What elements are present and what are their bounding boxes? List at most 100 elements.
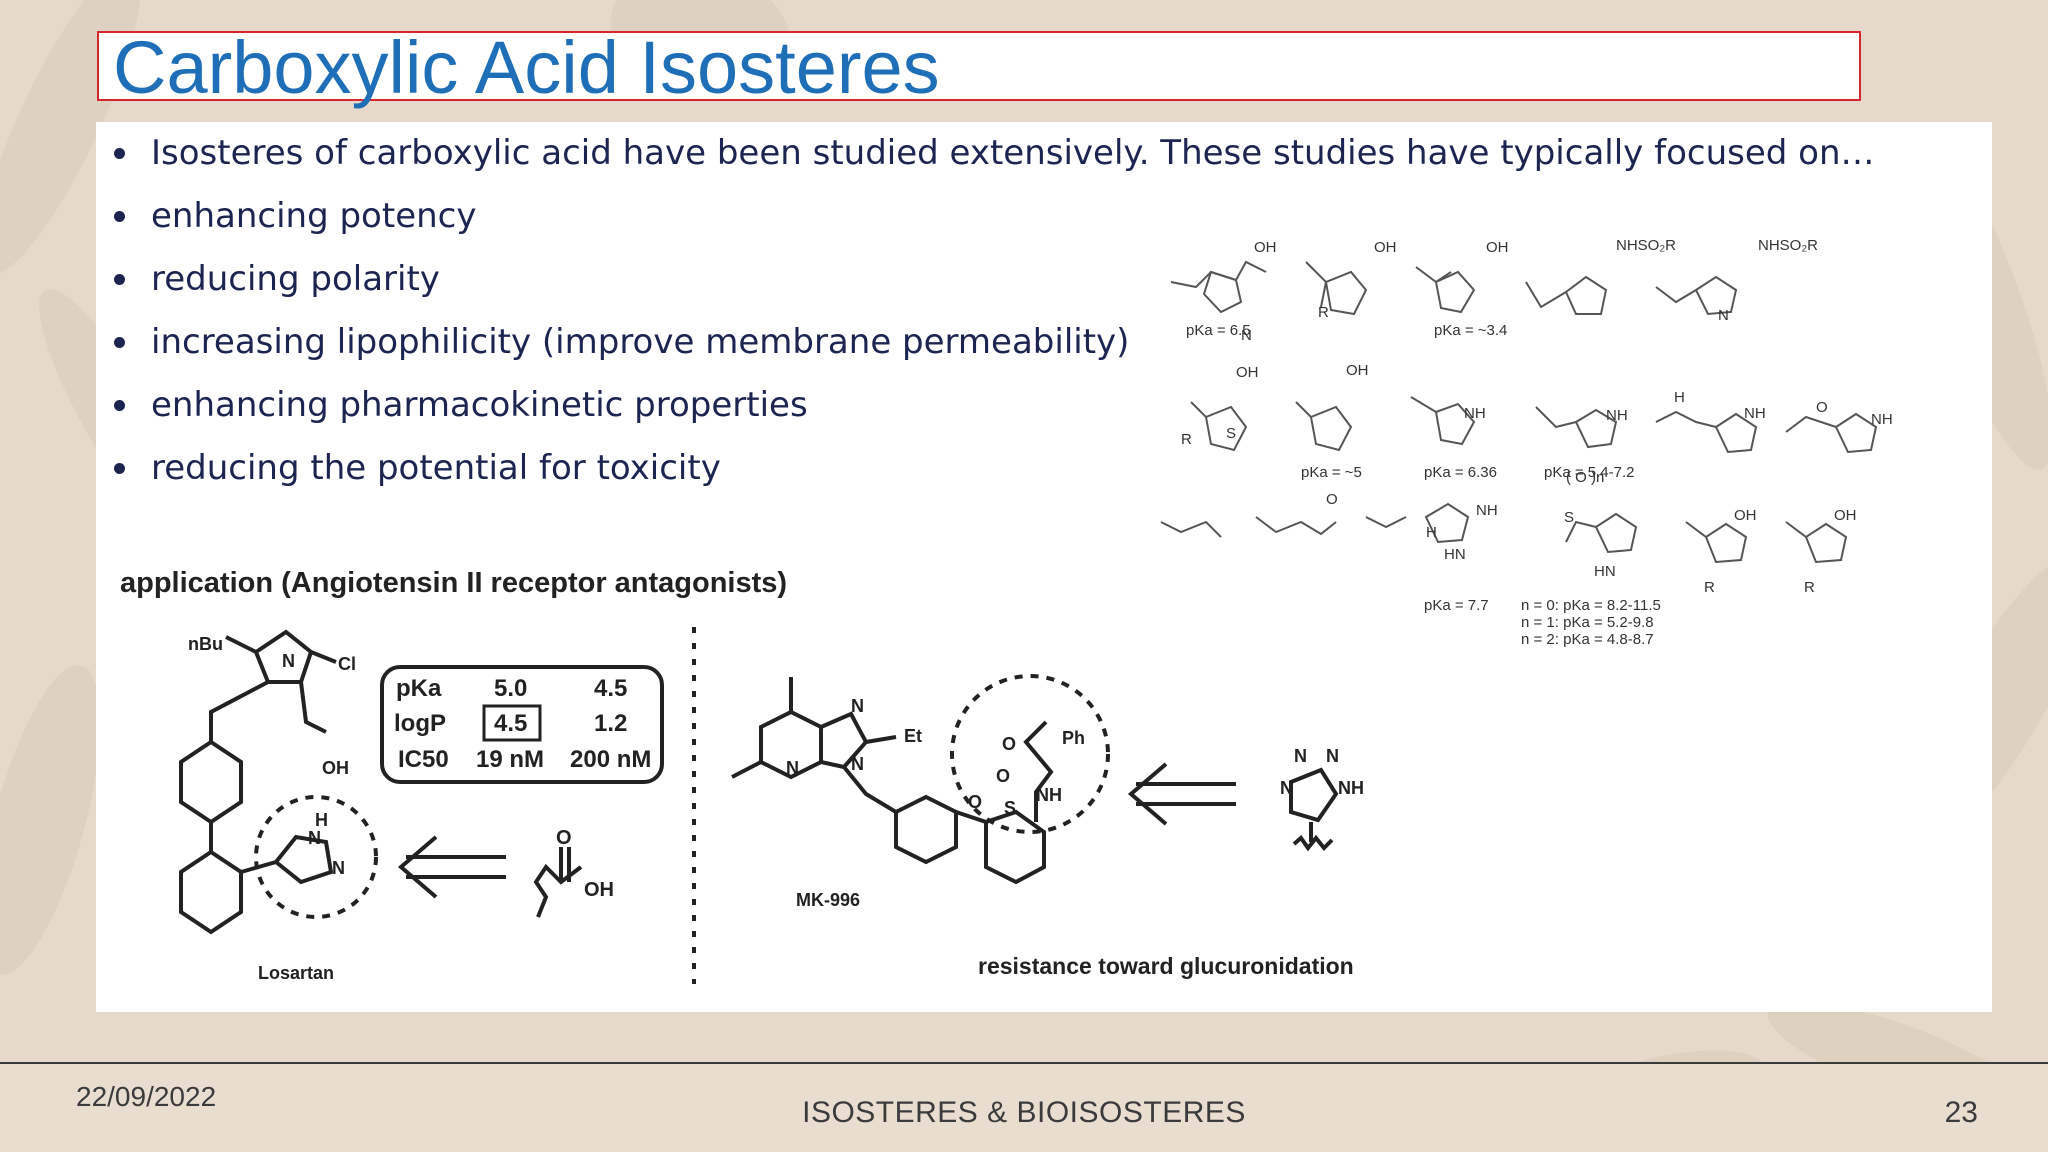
- structure-label-hn: HN: [1444, 546, 1466, 563]
- row3-structures: [1160, 502, 1848, 564]
- structure-label-nh: NH: [1871, 411, 1893, 428]
- structure-label-oh: OH: [1236, 364, 1259, 381]
- left-arrow-2: [1127, 762, 1236, 826]
- slide-title: Carboxylic Acid Isosteres: [113, 26, 940, 109]
- mk996-o-label: O: [996, 766, 1010, 786]
- losartan-n-label: N: [308, 828, 321, 848]
- structure-label-h: H: [1426, 524, 1437, 541]
- tetrazole-n-label: N: [1280, 778, 1293, 798]
- title-box: Carboxylic Acid Isosteres: [97, 27, 1861, 108]
- structure-label-nh: NH: [1476, 502, 1498, 519]
- mk996-o-label: O: [968, 792, 982, 812]
- tetrazole-labels: N N N NH: [1280, 746, 1364, 798]
- structure-label-r: R: [1318, 304, 1329, 321]
- structure-label-oh: OH: [1374, 239, 1397, 256]
- bullet-item: Isosteres of carboxylic acid have been s…: [110, 122, 1875, 185]
- tetrazole-n-label: N: [1326, 746, 1339, 766]
- comparison-table: pKa logP IC50 5.0 4.5 19 nM 4.5 1.2 200 …: [394, 675, 651, 773]
- bullet-item: enhancing potency: [110, 185, 1875, 248]
- bullet-dot: [114, 463, 125, 474]
- structure-label-nhso2r: NHSO₂R: [1758, 237, 1818, 254]
- tetrazole-n-label: N: [1294, 746, 1307, 766]
- pka-label: pKa = 7.7: [1424, 597, 1489, 614]
- chemistry-figure: OH OH OH NHSO₂R NHSO₂R R N N pKa = 6.5 p…: [120, 237, 1893, 984]
- left-arrow-1: [397, 835, 506, 899]
- row2-structures: [1190, 396, 1878, 454]
- losartan-structure: [179, 629, 378, 935]
- bullet-text: increasing lipophilicity (improve membra…: [151, 322, 1130, 362]
- table-cell: 19 nM: [476, 746, 544, 773]
- pka-label: pKa = ~5: [1301, 464, 1362, 481]
- isostere-text-labels: OH OH OH NHSO₂R NHSO₂R R N N pKa = 6.5 p…: [1181, 237, 1893, 648]
- page-number: 23: [1944, 1096, 1978, 1129]
- structure-label-oh: OH: [1734, 507, 1757, 524]
- structure-label-h: H: [1674, 389, 1685, 406]
- losartan-h-label: H: [315, 810, 328, 830]
- acid-oh-label: OH: [584, 879, 614, 901]
- mk996-n-label: N: [786, 758, 799, 778]
- structure-label-r: R: [1704, 579, 1715, 596]
- pka-label: n = 2: pKa = 4.8-8.7: [1521, 631, 1654, 648]
- pka-label: n = 1: pKa = 5.2-9.8: [1521, 614, 1654, 631]
- structure-label-oh: OH: [1254, 239, 1277, 256]
- bullet-list: Isosteres of carboxylic acid have been s…: [110, 122, 1875, 500]
- bullet-item: reducing the potential for toxicity: [110, 437, 1875, 500]
- structure-label-r: R: [1804, 579, 1815, 596]
- structure-label-nh: NH: [1744, 405, 1766, 422]
- footer-background: [0, 1064, 2048, 1152]
- structure-label-oh: OH: [1834, 507, 1857, 524]
- mk996-structure: [731, 674, 1110, 885]
- structure-label-nh: NH: [1464, 405, 1486, 422]
- mk996-s-label: S: [1004, 798, 1016, 818]
- table-row-label: logP: [394, 710, 446, 737]
- losartan-n-label: N: [332, 858, 345, 878]
- tetrazole-nh-label: NH: [1338, 778, 1364, 798]
- mk996-o-label: O: [1002, 734, 1016, 754]
- resistance-caption: resistance toward glucuronidation: [978, 953, 1354, 979]
- footer-date: 22/09/2022: [76, 1081, 217, 1112]
- table-row-label: IC50: [398, 746, 449, 773]
- pka-label: pKa = 5.4-7.2: [1544, 464, 1634, 481]
- mk996-n-label: N: [851, 696, 864, 716]
- structure-label-s: S: [1564, 509, 1574, 526]
- bullet-dot: [114, 337, 125, 348]
- bullet-item: increasing lipophilicity (improve membra…: [110, 311, 1875, 374]
- footer-title: ISOSTERES & BIOISOSTERES: [802, 1096, 1246, 1129]
- structure-label-oh: OH: [1486, 239, 1509, 256]
- bullet-dot: [114, 211, 125, 222]
- mk996-n-label: N: [851, 754, 864, 774]
- content-panel: Isosteres of carboxylic acid have been s…: [96, 122, 1992, 1012]
- losartan-cl-label: Cl: [338, 654, 356, 674]
- pka-label: pKa = 6.5: [1186, 322, 1251, 339]
- structure-label-n: N: [1718, 307, 1729, 324]
- structure-label-nhso2r: NHSO₂R: [1616, 237, 1676, 254]
- table-row-label: pKa: [396, 675, 442, 702]
- mk996-et-label: Et: [904, 726, 922, 746]
- bullet-dot: [114, 400, 125, 411]
- highlight-box: [482, 704, 542, 742]
- bullet-dot: [114, 274, 125, 285]
- bullet-item: enhancing pharmacokinetic properties: [110, 374, 1875, 437]
- mk996-nh-label: NH: [1036, 785, 1062, 805]
- table-cell: 1.2: [594, 710, 627, 737]
- structure-label-o: O: [1816, 399, 1828, 416]
- isostere-structures-panel: [1160, 260, 1878, 564]
- losartan-oh-label: OH: [322, 758, 349, 778]
- losartan-n-label: N: [282, 651, 295, 671]
- pka-label: n = 0: pKa = 8.2-11.5: [1521, 597, 1661, 614]
- mk996-labels: N N N Et O Ph O O S NH MK-996: [786, 696, 1085, 910]
- bullet-text: reducing the potential for toxicity: [151, 448, 721, 488]
- structure-label-nh: NH: [1606, 407, 1628, 424]
- table-cell: 4.5: [494, 710, 527, 737]
- structure-label-hn: HN: [1594, 563, 1616, 580]
- structure-label-s: S: [1226, 425, 1236, 442]
- mk996-ph-label: Ph: [1062, 728, 1085, 748]
- structure-label-oh: OH: [1346, 362, 1369, 379]
- footer-divider: [0, 1062, 2048, 1064]
- losartan-name: Losartan: [258, 963, 334, 983]
- table-cell: 4.5: [594, 675, 627, 702]
- comparison-table-frame: [380, 665, 664, 784]
- bullet-text: enhancing pharmacokinetic properties: [151, 385, 808, 425]
- structure-label-o: O: [1326, 491, 1338, 508]
- row1-structures: [1170, 260, 1738, 316]
